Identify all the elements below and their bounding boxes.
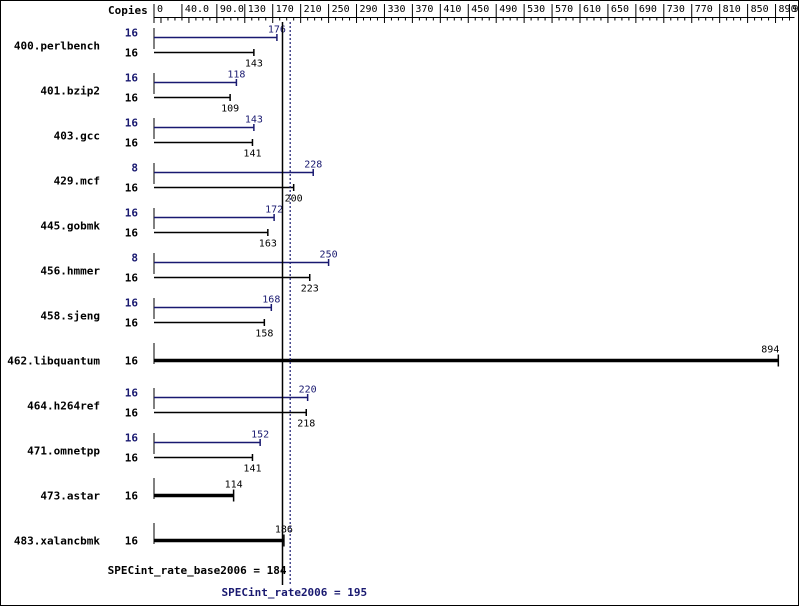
- tick-label: 690: [639, 4, 657, 15]
- benchmark-name: 429.mcf: [54, 175, 100, 188]
- tick-label: 890: [779, 4, 797, 15]
- base-copies: 16: [125, 47, 139, 60]
- base-value: 894: [761, 345, 779, 356]
- tick-label: 810: [723, 4, 741, 15]
- tick-label: 170: [276, 4, 294, 15]
- x-axis: 0 40.0 90.0 130 170 210 250 290 330 370 410 450 490 5…: [153, 4, 799, 23]
- benchmark-row: 456.hmmer 8 250 16 223: [40, 250, 337, 295]
- peak-value: 172: [265, 205, 283, 216]
- base-copies: 16: [125, 355, 139, 368]
- benchmark-row: 403.gcc 16 143 16 141: [54, 115, 263, 160]
- tick-label: 210: [304, 4, 322, 15]
- benchmark-row: 464.h264ref 16 220 16 218: [27, 385, 317, 430]
- base-value: 223: [301, 284, 319, 295]
- tick-label: 40.0: [185, 4, 209, 15]
- tick-label: 410: [443, 4, 461, 15]
- peak-value: 176: [268, 25, 286, 36]
- benchmark-row: 445.gobmk 16 172 16 163: [40, 205, 283, 250]
- base-value: 186: [275, 525, 293, 536]
- benchmark-row: 429.mcf 8 228 16 200: [54, 160, 323, 205]
- peak-copies: 8: [131, 252, 138, 265]
- peak-copies: 16: [125, 207, 139, 220]
- benchmark-row: 400.perlbench 16 176 16 143: [14, 25, 286, 70]
- base-copies: 16: [125, 272, 139, 285]
- base-copies: 16: [125, 407, 139, 420]
- tick-label: 370: [415, 4, 433, 15]
- peak-value: 143: [245, 115, 263, 126]
- benchmark-name: 464.h264ref: [27, 400, 100, 413]
- tick-label: 130: [248, 4, 266, 15]
- tick-label: 910: [793, 4, 799, 15]
- tick-label: 650: [611, 4, 629, 15]
- benchmark-name: 445.gobmk: [40, 220, 100, 233]
- tick-label: 490: [499, 4, 517, 15]
- base-copies: 16: [125, 92, 139, 105]
- tick-label: 330: [387, 4, 405, 15]
- tick-label: 250: [332, 4, 350, 15]
- benchmark-row: 473.astar 16 114: [40, 478, 243, 503]
- peak-copies: 16: [125, 72, 139, 85]
- peak-copies: 16: [125, 387, 139, 400]
- base-copies: 16: [125, 317, 139, 330]
- base-value: 141: [243, 464, 261, 475]
- tick-label: 0: [157, 4, 163, 15]
- benchmark-name: 462.libquantum: [7, 355, 100, 368]
- benchmark-name: 458.sjeng: [40, 310, 100, 323]
- base-summary-label: SPECint_rate_base2006 = 184: [108, 564, 287, 577]
- benchmark-name: 471.omnetpp: [27, 445, 100, 458]
- tick-label: 770: [695, 4, 713, 15]
- peak-summary-label: SPECint_rate2006 = 195: [221, 586, 367, 599]
- base-copies: 16: [125, 452, 139, 465]
- base-value: 141: [243, 149, 261, 160]
- benchmark-name: 483.xalancbmk: [14, 535, 100, 548]
- summary-lines: SPECint_rate_base2006 = 184SPECint_rate2…: [108, 22, 367, 599]
- benchmark-row: 458.sjeng 16 168 16 158: [40, 295, 280, 340]
- peak-copies: 16: [125, 117, 139, 130]
- base-copies: 16: [125, 137, 139, 150]
- peak-value: 168: [262, 295, 280, 306]
- benchmark-name: 401.bzip2: [40, 85, 100, 98]
- base-value: 158: [255, 329, 273, 340]
- base-value: 200: [285, 194, 303, 205]
- peak-value: 118: [227, 70, 245, 81]
- tick-label: 850: [751, 4, 769, 15]
- base-value: 109: [221, 104, 239, 115]
- benchmark-name: 456.hmmer: [40, 265, 100, 278]
- tick-label: 730: [667, 4, 685, 15]
- peak-value: 250: [320, 250, 338, 261]
- benchmark-row: 483.xalancbmk 16 186: [14, 523, 293, 548]
- base-copies: 16: [125, 535, 139, 548]
- base-value: 143: [245, 59, 263, 70]
- tick-label: 290: [360, 4, 378, 15]
- benchmark-rows: 400.perlbench 16 176 16 143 401.bzip2 16 118 16 1…: [7, 25, 779, 548]
- tick-label: 90.0: [220, 4, 244, 15]
- tick-label: 610: [583, 4, 601, 15]
- base-copies: 16: [125, 227, 139, 240]
- tick-label: 530: [527, 4, 545, 15]
- benchmark-name: 400.perlbench: [14, 40, 100, 53]
- base-value: 163: [259, 239, 277, 250]
- base-value: 114: [225, 480, 243, 491]
- base-copies: 16: [125, 182, 139, 195]
- base-value: 218: [297, 419, 315, 430]
- peak-value: 152: [251, 430, 269, 441]
- axis-title: Copies: [108, 4, 148, 17]
- benchmark-row: 471.omnetpp 16 152 16 141: [27, 430, 269, 475]
- peak-copies: 16: [125, 297, 139, 310]
- base-copies: 16: [125, 490, 139, 503]
- peak-value: 228: [304, 160, 322, 171]
- benchmark-row: 401.bzip2 16 118 16 109: [40, 70, 245, 115]
- benchmark-name: 473.astar: [40, 490, 100, 503]
- benchmark-name: 403.gcc: [54, 130, 100, 143]
- peak-copies: 16: [125, 432, 139, 445]
- tick-label: 450: [471, 4, 489, 15]
- peak-copies: 16: [125, 27, 139, 40]
- peak-copies: 8: [131, 162, 138, 175]
- peak-value: 220: [299, 385, 317, 396]
- tick-label: 570: [555, 4, 573, 15]
- benchmark-row: 462.libquantum 16 894: [7, 343, 779, 368]
